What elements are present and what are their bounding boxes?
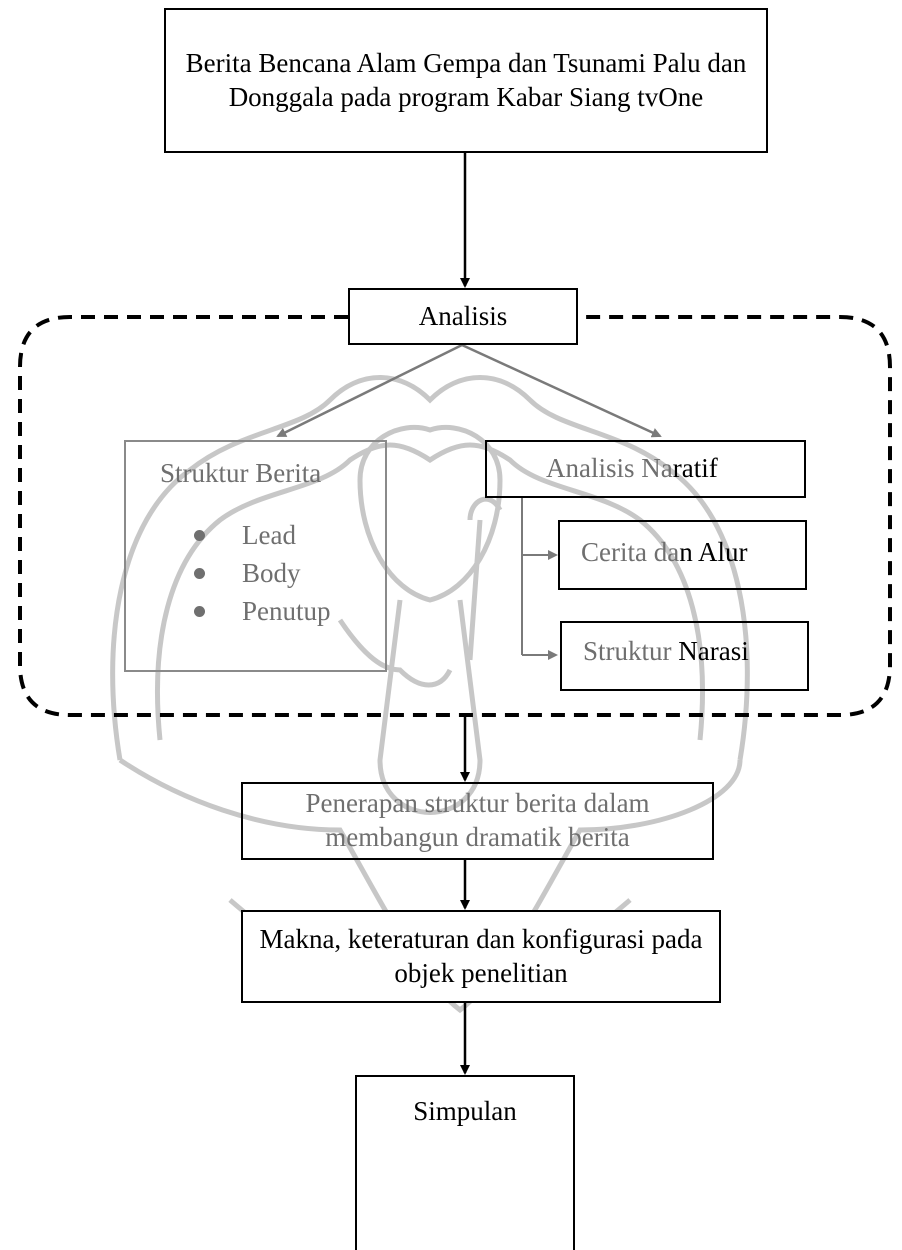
story-plot-text-rest: n Alur	[679, 537, 748, 567]
story-plot-box	[558, 520, 807, 590]
arrow-analysis-to-news-structure	[276, 343, 463, 438]
meaning-text: Makna, keteraturan dan konfigurasi pada …	[259, 923, 703, 988]
news-structure-box	[124, 440, 387, 672]
narrative-structure-box	[560, 621, 809, 691]
list-item-closing: Penutup	[194, 592, 331, 630]
meaning-box: Makna, keteraturan dan konfigurasi pada …	[241, 910, 721, 1003]
narrative-structure-text-faded: Struktur	[583, 636, 672, 666]
conclusion-text: Simpulan	[413, 1096, 517, 1126]
analysis-region-dashed-outline	[18, 315, 892, 717]
news-structure-list: Lead Body Penutup	[194, 516, 331, 630]
narrative-structure-text: Struktur Narasi	[583, 635, 749, 667]
story-plot-text-faded: Cerita da	[581, 537, 680, 567]
story-plot-text: Cerita dan Alur	[581, 536, 747, 568]
list-item-lead: Lead	[194, 516, 331, 554]
analysis-text: Analisis	[418, 300, 508, 331]
narrative-structure-text-rest: Narasi	[671, 636, 749, 666]
source-news-box: Berita Bencana Alam Gempa dan Tsunami Pa…	[164, 8, 768, 153]
narrative-analysis-title-rest: ratif	[672, 453, 718, 483]
news-structure-title: Struktur Berita	[160, 458, 322, 488]
conclusion-box: Simpulan	[355, 1075, 575, 1250]
source-news-text: Berita Bencana Alam Gempa dan Tsunami Pa…	[185, 47, 747, 112]
arrow-analysis-to-narrative	[461, 343, 662, 438]
analysis-box: Analisis	[348, 288, 578, 345]
application-text: Penerapan struktur berita dalam membangu…	[305, 788, 650, 852]
narrative-analysis-box	[485, 440, 806, 498]
narrative-analysis-title: Analisis Naratif	[546, 452, 718, 484]
application-box: Penerapan struktur berita dalam membangu…	[241, 782, 714, 860]
list-item-body: Body	[194, 554, 331, 592]
narrative-analysis-title-faded: Analisis Na	[546, 453, 673, 483]
